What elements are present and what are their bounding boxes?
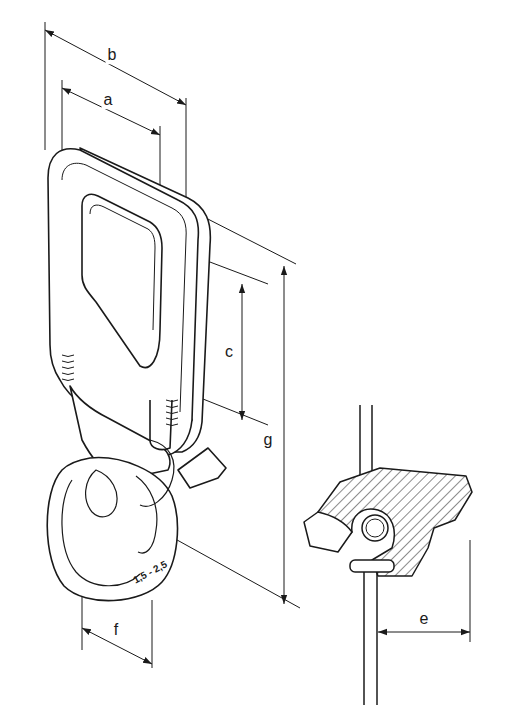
cross-section [304, 405, 472, 705]
grip-ridges [62, 355, 178, 426]
dimension-label: c [223, 343, 235, 361]
lifting-eye [47, 148, 226, 601]
dimension-label: a [102, 91, 115, 109]
dimension-label: b [106, 46, 119, 64]
dimension-label: e [418, 610, 431, 628]
part-marking: 1,5 - 2,5 [129, 558, 170, 587]
dimension-label: f [112, 621, 120, 639]
dimension-label: g [262, 431, 275, 449]
